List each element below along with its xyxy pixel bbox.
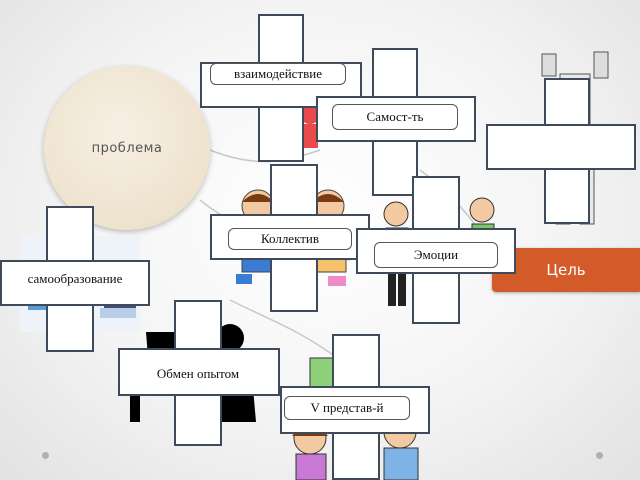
decor-dot-right [596,452,603,459]
cross-label-self-education: самообразование [4,266,146,292]
problem-circle: проблема [44,66,210,230]
goal-box: Цель [492,248,640,292]
cross-label-emotions: Эмоции [374,242,498,268]
cross-blank-right [486,78,636,224]
goal-label: Цель [546,261,586,279]
cross-label-interaction: взаимодействие [210,63,346,85]
cross-label-presentation: V представ-й [284,396,410,420]
cross-label-collective: Коллектив [228,228,352,250]
cross-label-independence: Самост-ть [332,104,458,130]
decor-dot-left [42,452,49,459]
cross-label-experience-exchange: Обмен опытом [128,362,268,386]
problem-label: проблема [91,140,163,156]
